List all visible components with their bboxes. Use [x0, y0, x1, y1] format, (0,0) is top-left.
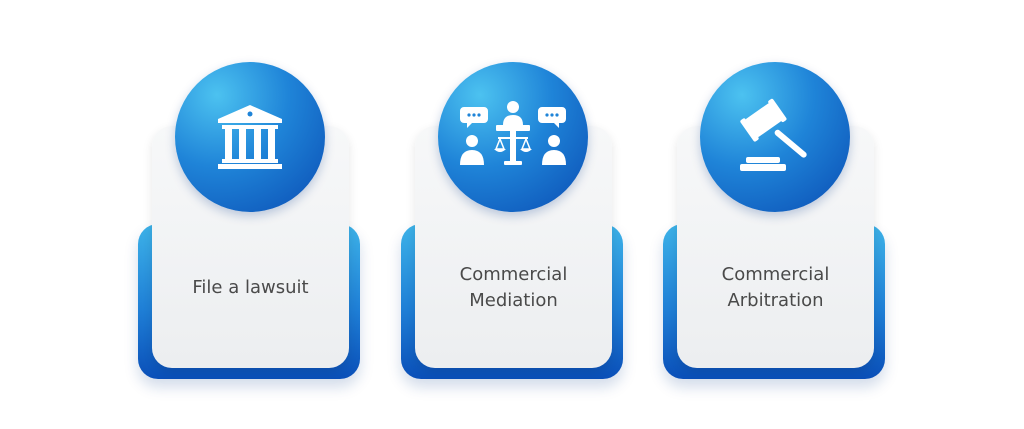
card-label: File a lawsuit — [192, 277, 309, 298]
card-label: Commercial Mediation — [459, 264, 568, 311]
card-commercial-mediation: Commercial Mediation — [401, 62, 625, 380]
card-file-lawsuit: File a lawsuit — [138, 62, 362, 380]
icon-circle — [175, 62, 325, 212]
courthouse-icon — [218, 105, 282, 169]
icon-circle — [700, 62, 850, 212]
mediation-icon — [460, 101, 566, 165]
gavel-icon — [740, 98, 807, 171]
card-label: Commercial Arbitration — [721, 264, 830, 311]
card-commercial-arbitration: Commercial Arbitration — [663, 62, 887, 380]
icon-circle — [438, 62, 588, 212]
